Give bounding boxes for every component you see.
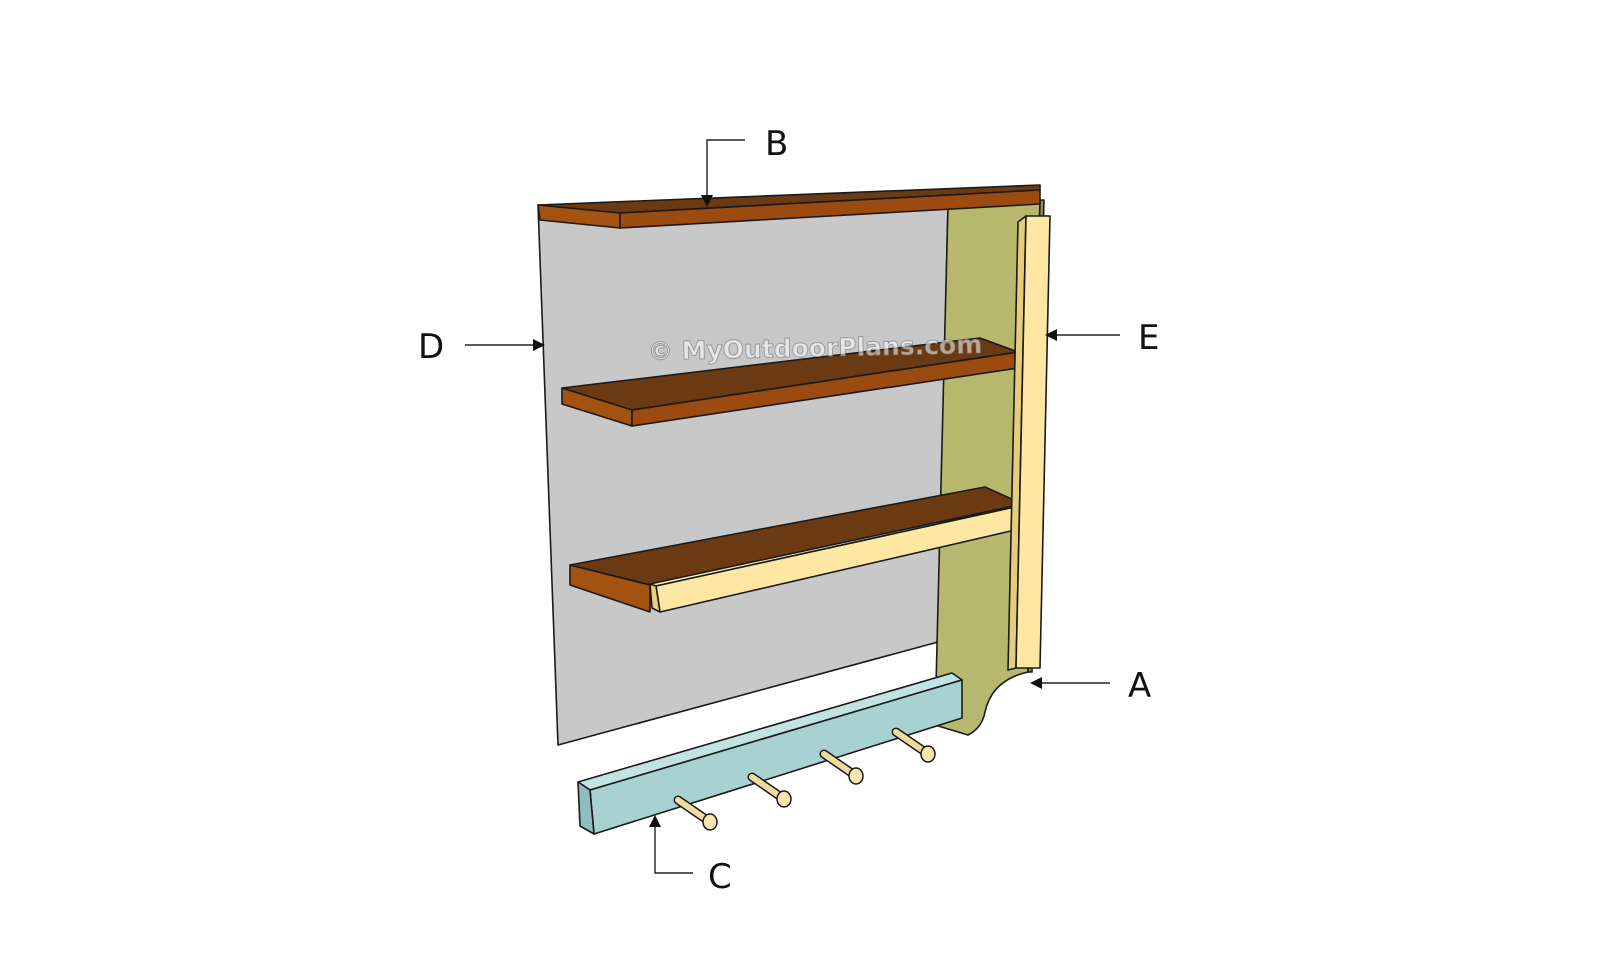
bottom-shelf-front-edge (569, 564, 651, 613)
bottom-shelf-lip-end (649, 583, 661, 613)
callout-c-leader (654, 822, 693, 874)
callout-label-c: C (708, 857, 732, 897)
callout-d-arrowhead (533, 339, 545, 351)
callout-e-arrowhead (1045, 329, 1057, 341)
peg-rail-end (577, 781, 595, 835)
peg (747, 772, 792, 808)
peg (819, 749, 864, 785)
callout-label-d: D (418, 327, 444, 367)
callout-c-arrowhead (649, 815, 661, 827)
callout-b-arrowhead (701, 195, 713, 207)
callout-label-e: E (1138, 318, 1159, 358)
back-panel (537, 204, 949, 746)
peg (673, 795, 718, 831)
peg (891, 727, 936, 763)
face-trim (1015, 215, 1051, 669)
pegs (673, 727, 936, 831)
top-shelf-right-edge (619, 189, 1041, 229)
callout-b-leader (706, 139, 745, 200)
callout-label-a: A (1128, 666, 1151, 706)
callout-a-arrowhead (1030, 677, 1042, 689)
callout-label-b: B (765, 124, 788, 164)
